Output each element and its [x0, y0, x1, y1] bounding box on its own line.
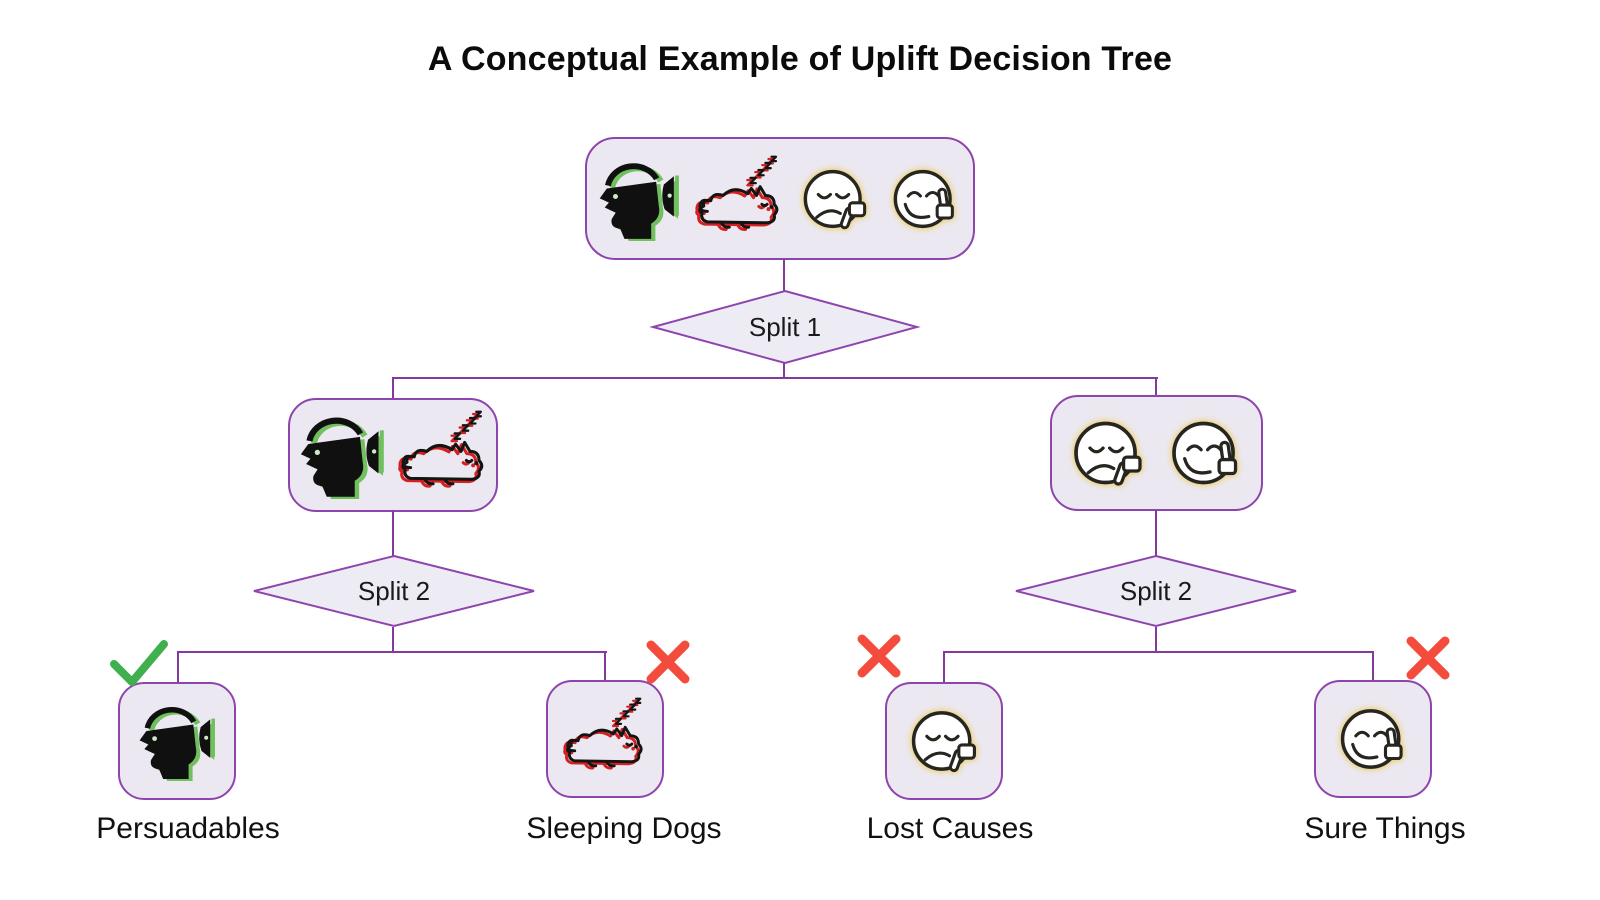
cross-icon [857, 634, 901, 678]
check-icon [110, 640, 168, 686]
thumbs-down-face-icon [905, 702, 983, 780]
right-branch-node [1050, 395, 1263, 511]
split-2-left-diamond: Split 2 [250, 554, 538, 628]
leaf-label-sleeping-dogs: Sleeping Dogs [526, 812, 722, 845]
connector [604, 651, 606, 682]
diamond-shape [649, 289, 921, 365]
thumbs-up-face-icon [887, 161, 963, 237]
open-mind-icon [597, 157, 681, 241]
connector [392, 627, 394, 653]
leaf-label-lost-causes: Lost Causes [866, 812, 1034, 845]
thumbs-up-face-icon [1165, 412, 1247, 494]
connector [177, 651, 607, 653]
thumbs-down-face-icon [797, 161, 873, 237]
connector [943, 651, 945, 682]
leaf-node-sure-things [1314, 680, 1432, 798]
diamond-shape [1015, 554, 1297, 628]
thumbs-down-face-icon [1067, 412, 1149, 494]
connector [783, 363, 785, 379]
root-node [585, 137, 975, 260]
left-branch-node [288, 398, 498, 512]
leaf-node-sleeping-dogs [546, 680, 664, 798]
diamond-shape [253, 554, 535, 628]
connector [1155, 377, 1157, 396]
leaf-node-persuadables [118, 682, 236, 800]
split-2-left-label: Split 2 [357, 575, 431, 606]
connector [392, 511, 394, 556]
sleeping-dog-icon [695, 155, 783, 243]
cross-icon [1406, 636, 1450, 680]
leaf-node-lost-causes [885, 682, 1003, 800]
sleeping-dog-icon [563, 697, 647, 781]
diagram-title: A Conceptual Example of Uplift Decision … [427, 40, 1173, 78]
leaf-label-persuadables: Persuadables [96, 812, 280, 845]
split-1-diamond: Split 1 [649, 289, 921, 365]
open-mind-icon [137, 701, 217, 781]
thumbs-up-face-icon [1334, 700, 1412, 778]
connector [1155, 510, 1157, 556]
connector [1372, 651, 1374, 682]
cross-icon [646, 640, 690, 684]
split-2-right-label: Split 2 [1119, 575, 1193, 606]
connector [943, 651, 1374, 653]
connector [783, 259, 785, 292]
leaf-label-sure-things: Sure Things [1304, 812, 1466, 845]
connector [392, 377, 1158, 379]
sleeping-dog-icon [398, 410, 488, 500]
open-mind-icon [298, 411, 386, 499]
split-2-right-diamond: Split 2 [1012, 554, 1300, 628]
split-1-label: Split 1 [748, 311, 822, 342]
connector [177, 651, 179, 682]
connector [1155, 627, 1157, 653]
connector [392, 377, 394, 399]
